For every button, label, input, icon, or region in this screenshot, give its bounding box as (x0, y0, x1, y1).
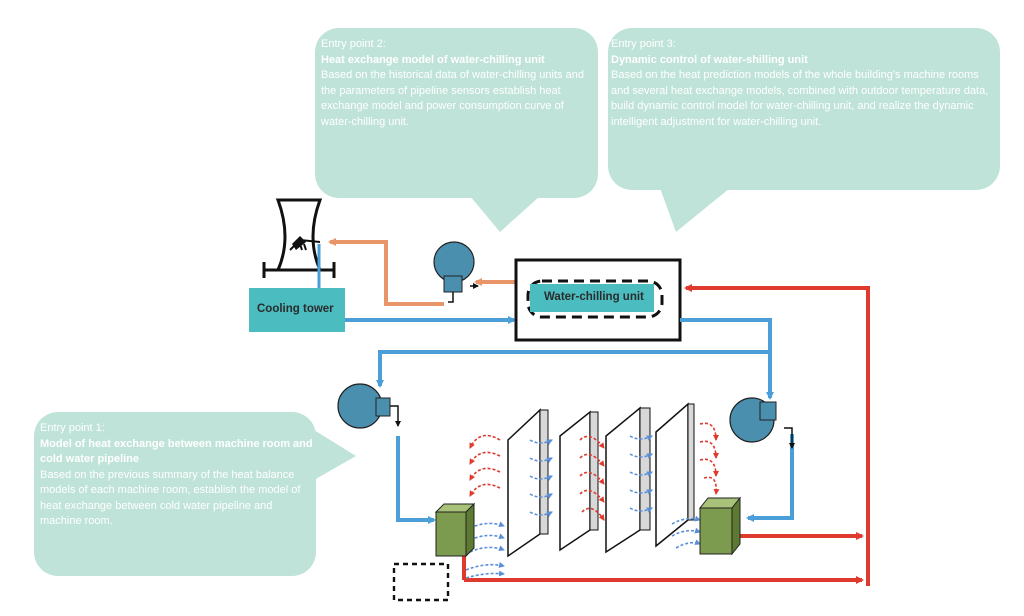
callout-entry-3 (608, 28, 1000, 232)
water-chilling-unit (514, 258, 682, 342)
callout-entry-1-body: Based on the previous summary of the hea… (40, 468, 301, 528)
cooling-tower-label: Cooling tower (257, 303, 334, 315)
return-water-pipes (462, 284, 870, 586)
callout-entry-3-heading: Dynamic control of water-shilling unit (611, 53, 808, 66)
hot-air-flow-arrows (469, 422, 720, 521)
left-pump (337, 383, 401, 429)
callout-entry-2-caption: Entry point 2: (321, 38, 386, 50)
water-chilling-unit-label: Water-chilling unit (544, 291, 644, 303)
rack-panel (559, 410, 599, 552)
callout-entry-2 (315, 28, 598, 232)
machine-room-racks (507, 402, 695, 558)
condenser-pump (433, 241, 479, 303)
right-pump (729, 397, 795, 449)
condenser-water-pipes (328, 238, 518, 324)
chilled-water-pipes (376, 318, 794, 524)
callout-entry-3-text: Entry point 3: Dynamic control of water-… (611, 37, 997, 130)
placeholder-unit-box (392, 562, 450, 602)
left-air-handler (434, 502, 476, 558)
callout-entry-1 (34, 412, 356, 576)
callout-entry-3-body: Based on the heat prediction models of t… (611, 69, 989, 128)
right-air-handler (698, 496, 742, 556)
rack-panel (605, 406, 651, 554)
cooling-tower (249, 198, 345, 332)
cold-air-flow-arrows (465, 435, 701, 579)
callout-entry-2-text: Entry point 2: Heat exchange model of wa… (321, 37, 593, 130)
callout-entry-2-heading: Heat exchange model of water-chilling un… (321, 53, 545, 66)
rack-panel (507, 408, 549, 558)
callout-entry-3-caption: Entry point 3: (611, 38, 676, 50)
callout-entry-1-caption: Entry point 1: (40, 422, 105, 434)
callout-entry-2-body: Based on the historical data of water-ch… (321, 69, 584, 128)
callout-entry-1-text: Entry point 1: Model of heat exchange be… (40, 421, 316, 530)
callout-entry-1-heading: Model of heat exchange between machine r… (40, 437, 313, 466)
rack-panel (655, 402, 695, 548)
